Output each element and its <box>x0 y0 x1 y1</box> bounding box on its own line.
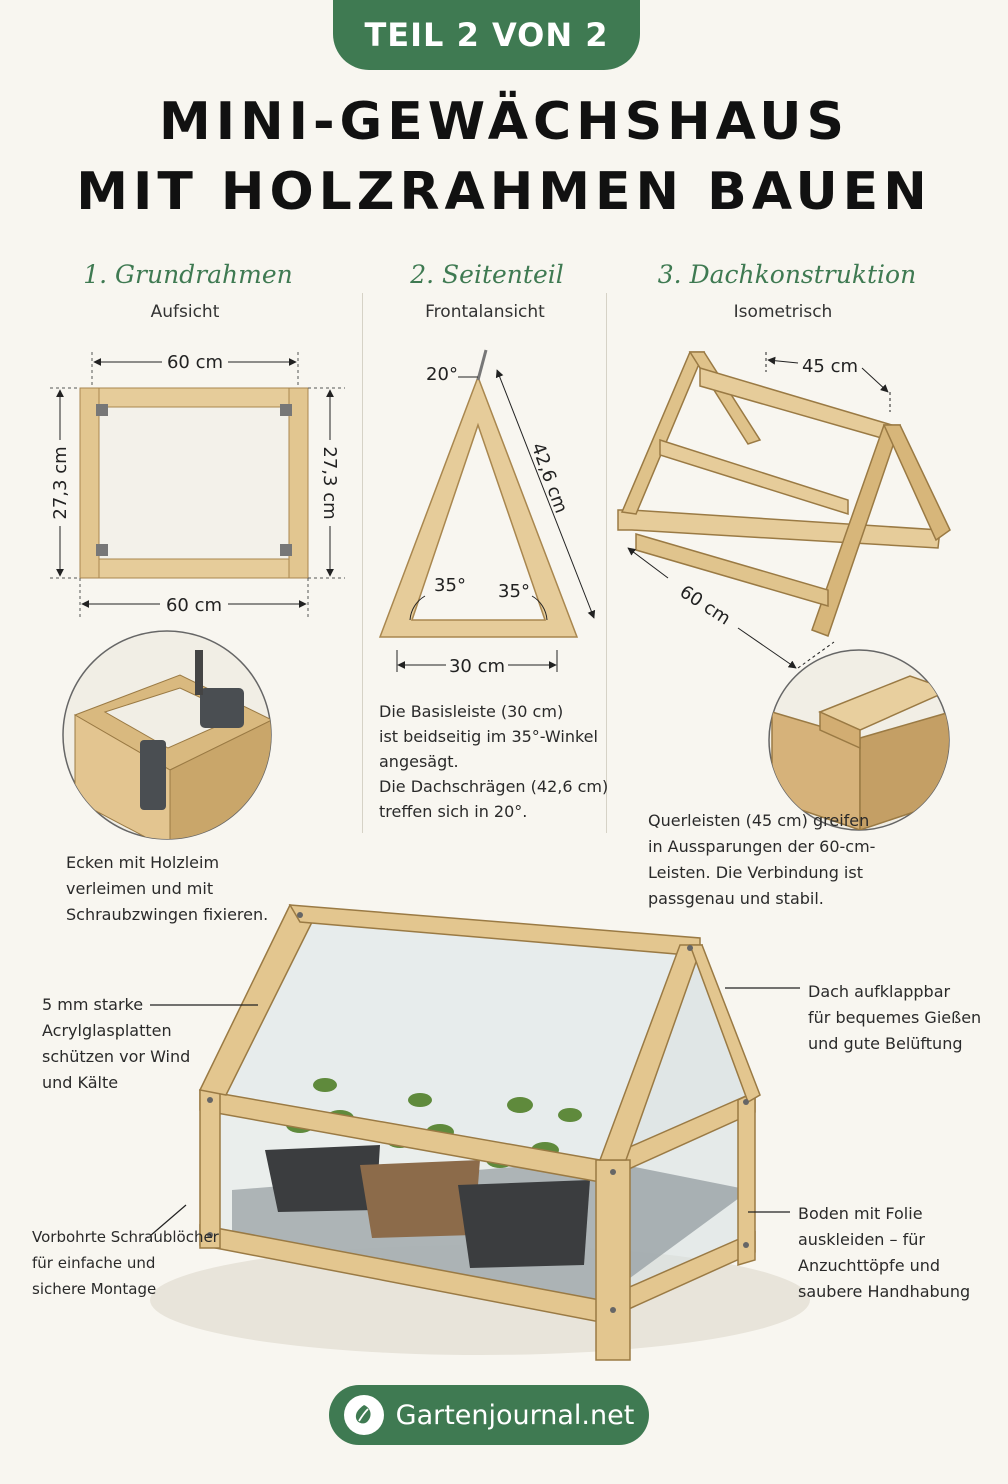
greenhouse-illustration <box>149 904 810 1361</box>
note-section1: Ecken mit Holzleim verleimen und mit Sch… <box>66 850 268 928</box>
note-line: passgenau und stabil. <box>648 889 824 908</box>
note-screw-holes: Vorbohrte Schraublöcher für einfache und… <box>32 1224 219 1302</box>
note-line: und gute Belüftung <box>808 1034 963 1053</box>
dim-s1-right: 27,3 cm <box>319 446 340 519</box>
dim-s2-angle-left: 35° <box>434 575 466 596</box>
note-line: 5 mm starke <box>42 995 144 1014</box>
note-line: verleimen und mit <box>66 879 214 898</box>
note-section2: Die Basisleiste (30 cm) ist beidseitig i… <box>379 699 608 824</box>
section2-title: 2. Seitenteil <box>410 260 564 289</box>
section-divider <box>606 293 607 833</box>
joint-detail <box>768 649 950 831</box>
dim-s3-top: 45 cm <box>802 356 858 377</box>
note-line: Die Dachschrägen (42,6 cm) <box>379 777 609 796</box>
section1-title: 1. Grundrahmen <box>83 260 293 289</box>
section3-title: 3. Dachkonstruktion <box>657 260 917 289</box>
note-line: sichere Montage <box>32 1280 157 1298</box>
leaf-icon <box>343 1395 384 1435</box>
note-line: ist beidseitig im 35°-Winkel <box>379 727 598 746</box>
note-line: Ecken mit Holzleim <box>66 853 220 872</box>
footer-brand-label: Gartenjournal.net <box>395 1399 635 1431</box>
section3-subtitle: Isometrisch <box>733 302 833 322</box>
note-section3: Querleisten (45 cm) greifen in Aussparun… <box>648 808 875 912</box>
note-line: für einfache und <box>32 1254 156 1272</box>
note-roof-hinge: Dach aufklappbar für bequemes Gießen und… <box>808 979 981 1057</box>
dim-s2-angle-right: 35° <box>498 581 530 602</box>
dim-s2-apex: 20° <box>426 364 458 385</box>
note-line: Boden mit Folie <box>798 1204 923 1223</box>
note-line: saubere Handhabung <box>798 1282 971 1301</box>
note-floor-foil: Boden mit Folie auskleiden – für Anzucht… <box>798 1201 970 1305</box>
note-line: schützen vor Wind <box>42 1047 191 1066</box>
note-line: Die Basisleiste (30 cm) <box>379 702 564 721</box>
dim-s1-bottom: 60 cm <box>166 595 222 616</box>
footer-brand-link[interactable]: Gartenjournal.net <box>329 1385 649 1445</box>
clamp-detail <box>62 630 272 840</box>
note-line: Leisten. Die Verbindung ist <box>648 863 863 882</box>
page-title-line2: MIT HOLZRAHMEN BAUEN <box>76 162 932 222</box>
note-line: Anzuchttöpfe und <box>798 1256 941 1275</box>
page-title-line1: MINI-GEWÄCHSHAUS <box>159 92 849 152</box>
dim-s1-top: 60 cm <box>167 352 223 373</box>
note-line: Querleisten (45 cm) greifen <box>648 811 870 830</box>
section-divider <box>362 293 363 833</box>
roof-frame-drawing <box>617 351 951 637</box>
note-line: für bequemes Gießen <box>808 1008 982 1027</box>
dim-s3-bottom: 60 cm <box>676 581 734 629</box>
note-line: Vorbohrte Schraublöcher <box>32 1228 219 1246</box>
dim-s2-side: 42,6 cm <box>527 440 572 516</box>
note-line: Schraubzwingen fixieren. <box>66 905 269 924</box>
note-line: auskleiden – für <box>798 1230 925 1249</box>
note-acrylic: 5 mm starke Acrylglasplatten schützen vo… <box>42 992 190 1096</box>
side-triangle-drawing <box>378 349 596 672</box>
dim-s2-base: 30 cm <box>449 656 505 677</box>
base-frame-drawing <box>50 352 345 620</box>
note-line: und Kälte <box>42 1073 119 1092</box>
note-line: treffen sich in 20°. <box>379 802 528 821</box>
note-line: in Aussparungen der 60-cm- <box>648 837 876 856</box>
dim-s1-left: 27,3 cm <box>50 446 71 519</box>
part-badge: TEIL 2 VON 2 <box>333 0 640 70</box>
section1-subtitle: Aufsicht <box>150 302 220 322</box>
note-line: Dach aufklappbar <box>808 982 951 1001</box>
note-line: Acrylglasplatten <box>42 1021 172 1040</box>
note-line: angesägt. <box>379 752 459 771</box>
section2-subtitle: Frontalansicht <box>425 302 545 322</box>
